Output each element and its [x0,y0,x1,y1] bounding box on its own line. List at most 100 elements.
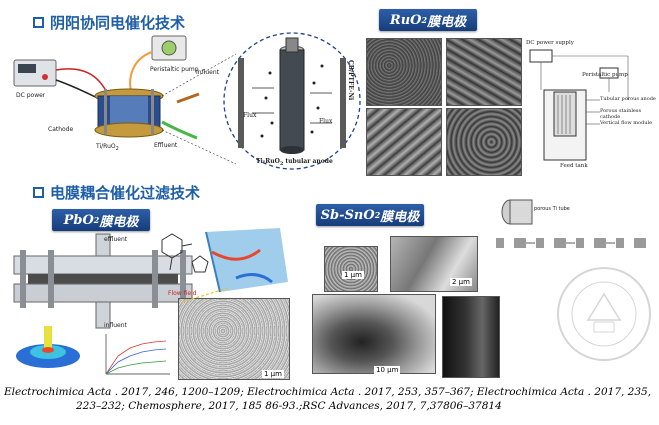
process-steps [496,238,646,254]
sem-ruo2-b [366,108,442,176]
label-tubular-anode-suffix: tubular anode [283,158,333,165]
tube-bottom [280,146,304,154]
banner-ruo2-sub: 2 [421,15,428,25]
left-membrane-bar [238,58,244,148]
label-influent: Influent [196,69,220,76]
label-right-cathode: Porous stainless cathode [600,108,642,120]
label-right-anode: Tubular porous anode [600,96,656,102]
label-tubular-anode-sub: 2 [279,161,284,168]
reactor-bottom-plate [94,122,164,138]
university-seal-watermark [557,267,651,361]
banner-sbsno2-suffix: 膜电极 [380,209,420,225]
scale-2um: 2 μm [450,278,472,286]
tube-body [279,49,305,151]
reactor-rod-left [104,89,107,134]
flow-arrow-blue [235,273,273,284]
radical-markers [260,64,324,138]
label-right-tank: Feed tank [560,163,588,169]
tube-cap [285,37,299,53]
scale-1um: 1 μm [342,271,364,279]
label-membrane: CB/PTFE-Ni [347,60,354,101]
reactor-apparatus-illustration [13,35,237,165]
label-effluent: Effluent [154,142,178,149]
label-flux-right: Flux [319,118,333,125]
reference-caption-line2: 223–232; Chemosphere, 2017, 185 86-93.;R… [76,400,502,412]
kinetics-series-3 [105,360,167,375]
zoom-connector-line [181,287,229,303]
banner-sbsno2-text: Sb-SnO [320,207,375,223]
flow-schematic [529,49,629,161]
schematic-dc-box [529,49,553,63]
square-bullet-icon [33,187,44,198]
label-ti-tube: porous Ti tube [534,206,570,212]
label-pb-effluent: effluent [104,236,128,243]
sem-sbsno2-large [312,294,436,374]
pump-head [161,40,177,56]
section-title-bottom-text: 电膜耦合催化过滤技术 [50,184,201,202]
label-right-flow: Vertical flow module [600,120,653,126]
electrode-process-diagram [496,199,646,254]
sem-ruo2-a [366,38,442,106]
banner-pbo2-sub: 2 [93,215,100,225]
schematic-lines [540,55,629,134]
influent-pipe [95,301,111,329]
seal-base [593,321,615,333]
label-cathode: Cathode [48,126,74,133]
zoom-line-bottom [161,129,237,165]
banner-ruo2-suffix: 膜电极 [427,14,467,30]
pump-tube [129,51,153,95]
banner-ruo2-text: RuO [389,12,422,28]
kinetics-plot [98,330,172,380]
label-pb-influent: influent [104,322,127,329]
banner-sbsno2-sub: 2 [374,210,381,220]
label-ti-ruo2-text: Ti/RuO [96,143,116,150]
influent-tube [176,92,200,104]
sem-ruo2-d [446,108,522,176]
pbo2-zoom-connector [181,287,229,303]
banner-pbo2-text: PbO [63,212,94,228]
filter-device-illustration [13,233,193,368]
sem-sbsno2-cross [442,296,500,378]
label-dc-power: DC power [16,92,46,99]
label-tubular-anode: Ti-RuO2 tubular anode [256,158,333,167]
right-membrane-bar [340,58,346,148]
section-title-top: 阴阳协同电催化技术 [33,12,185,33]
scale-10um: 10 μm [374,366,401,374]
schematic-module [553,91,577,137]
section-title-top-text: 阴阳协同电催化技术 [50,14,186,32]
seal-outer-ring [557,267,651,361]
tubular-anode-zoom [223,32,361,170]
label-peristaltic-pump: Peristaltic pump [150,66,199,73]
seal-emblem [586,292,622,321]
label-ti-ruo2-sub: 2 [115,146,119,153]
label-ti-ruo2: Ti/RuO2 [96,143,119,152]
membrane-edge [205,231,221,293]
label-flow-field: Flow field [168,290,197,297]
dc-power-knob [42,74,48,80]
label-tubular-anode-text: Ti-RuO [256,158,280,165]
flow-field-hot [42,347,54,353]
section-title-bottom: 电膜耦合催化过滤技术 [33,182,200,203]
label-flux-left: Flux [243,112,257,119]
flow-field-jet [44,326,52,352]
kinetics-series-2 [105,348,167,375]
reactor-rod-right [151,89,154,134]
reference-caption-line1: Electrochimica Acta . 2017, 246, 1200–12… [4,386,652,398]
kinetics-series-1 [105,340,167,375]
reference-caption: Electrochimica Acta . 2017, 246, 1200–12… [4,385,656,413]
seal-inner-ring [571,281,637,347]
ti-tube-body [509,199,533,225]
sem-sbsno2-small [324,246,378,292]
flange-bolts [20,250,186,308]
label-right-dc: DC power supply [526,40,574,46]
flux-arrows [252,87,332,124]
molecule-structure [161,233,209,273]
sem-ruo2-c [446,38,522,106]
flow-arrow-red [211,248,261,261]
effluent-tube [161,120,198,140]
banner-pbo2-suffix: 膜电极 [99,214,139,230]
label-right-pump: Peristaltic pump [582,72,628,78]
